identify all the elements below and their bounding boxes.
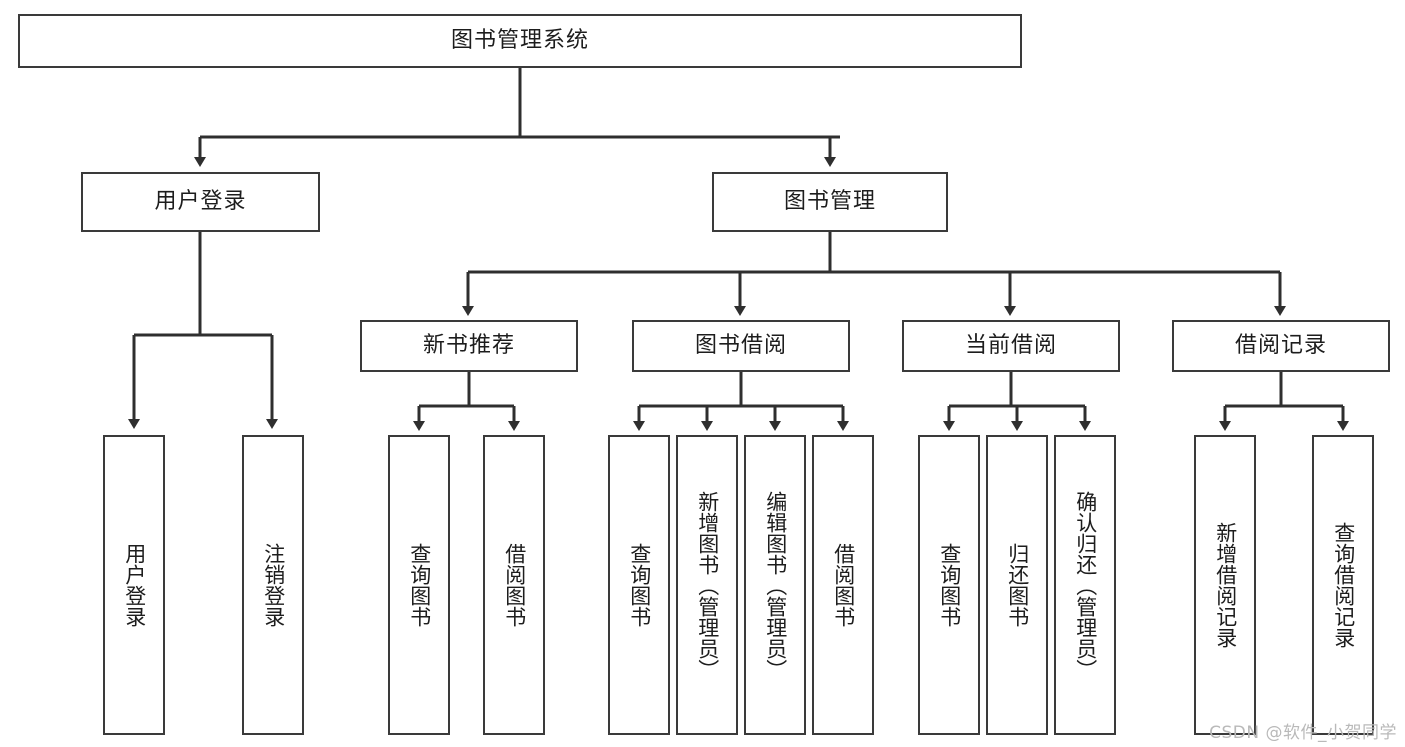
node-leaf-query-book-recommend-label: 查询图书	[407, 543, 432, 627]
node-leaf-query-book-current-label: 查询图书	[937, 543, 962, 627]
node-leaf-return-book[interactable]: 归还图书	[986, 435, 1048, 735]
node-book-management[interactable]: 图书管理	[712, 172, 948, 232]
node-current-borrow-label: 当前借阅	[964, 332, 1057, 358]
node-leaf-logout-login-label: 注销登录	[261, 543, 286, 627]
node-borrow-record-label: 借阅记录	[1234, 332, 1327, 358]
node-current-borrow[interactable]: 当前借阅	[902, 320, 1120, 372]
node-leaf-add-book-admin[interactable]: 新增图书（管理员）	[676, 435, 738, 735]
node-leaf-confirm-return-admin[interactable]: 确认归还（管理员）	[1054, 435, 1116, 735]
node-leaf-add-borrow-record[interactable]: 新增借阅记录	[1194, 435, 1256, 735]
node-leaf-query-borrow-record-label: 查询借阅记录	[1331, 522, 1356, 648]
node-new-book-recommend[interactable]: 新书推荐	[360, 320, 578, 372]
node-leaf-borrow-book-label: 借阅图书	[831, 543, 856, 627]
node-new-book-recommend-label: 新书推荐	[422, 332, 515, 358]
node-leaf-query-book-borrow-label: 查询图书	[627, 543, 652, 627]
node-root[interactable]: 图书管理系统	[18, 14, 1022, 68]
node-user-login-label: 用户登录	[154, 188, 247, 214]
node-leaf-borrow-book-recommend[interactable]: 借阅图书	[483, 435, 545, 735]
node-leaf-query-book-recommend[interactable]: 查询图书	[388, 435, 450, 735]
node-leaf-borrow-book-recommend-label: 借阅图书	[502, 543, 527, 627]
node-leaf-query-borrow-record[interactable]: 查询借阅记录	[1312, 435, 1374, 735]
node-leaf-user-login-label: 用户登录	[122, 543, 147, 627]
node-leaf-edit-book-admin[interactable]: 编辑图书（管理员）	[744, 435, 806, 735]
node-book-borrow[interactable]: 图书借阅	[632, 320, 850, 372]
node-leaf-user-login[interactable]: 用户登录	[103, 435, 165, 735]
watermark: CSDN @软件_小贺同学	[1209, 723, 1397, 743]
node-leaf-add-borrow-record-label: 新增借阅记录	[1213, 522, 1238, 648]
node-leaf-query-book-borrow[interactable]: 查询图书	[608, 435, 670, 735]
node-leaf-edit-book-admin-label: 编辑图书（管理员）	[763, 490, 788, 680]
node-leaf-query-book-current[interactable]: 查询图书	[918, 435, 980, 735]
node-leaf-borrow-book[interactable]: 借阅图书	[812, 435, 874, 735]
node-leaf-confirm-return-admin-label: 确认归还（管理员）	[1073, 490, 1098, 680]
node-leaf-add-book-admin-label: 新增图书（管理员）	[695, 490, 720, 680]
node-leaf-logout-login[interactable]: 注销登录	[242, 435, 304, 735]
node-leaf-return-book-label: 归还图书	[1005, 543, 1030, 627]
node-book-borrow-label: 图书借阅	[694, 332, 787, 358]
node-book-management-label: 图书管理	[783, 188, 876, 214]
node-user-login[interactable]: 用户登录	[81, 172, 320, 232]
node-borrow-record[interactable]: 借阅记录	[1172, 320, 1390, 372]
node-root-label: 图书管理系统	[450, 27, 589, 53]
